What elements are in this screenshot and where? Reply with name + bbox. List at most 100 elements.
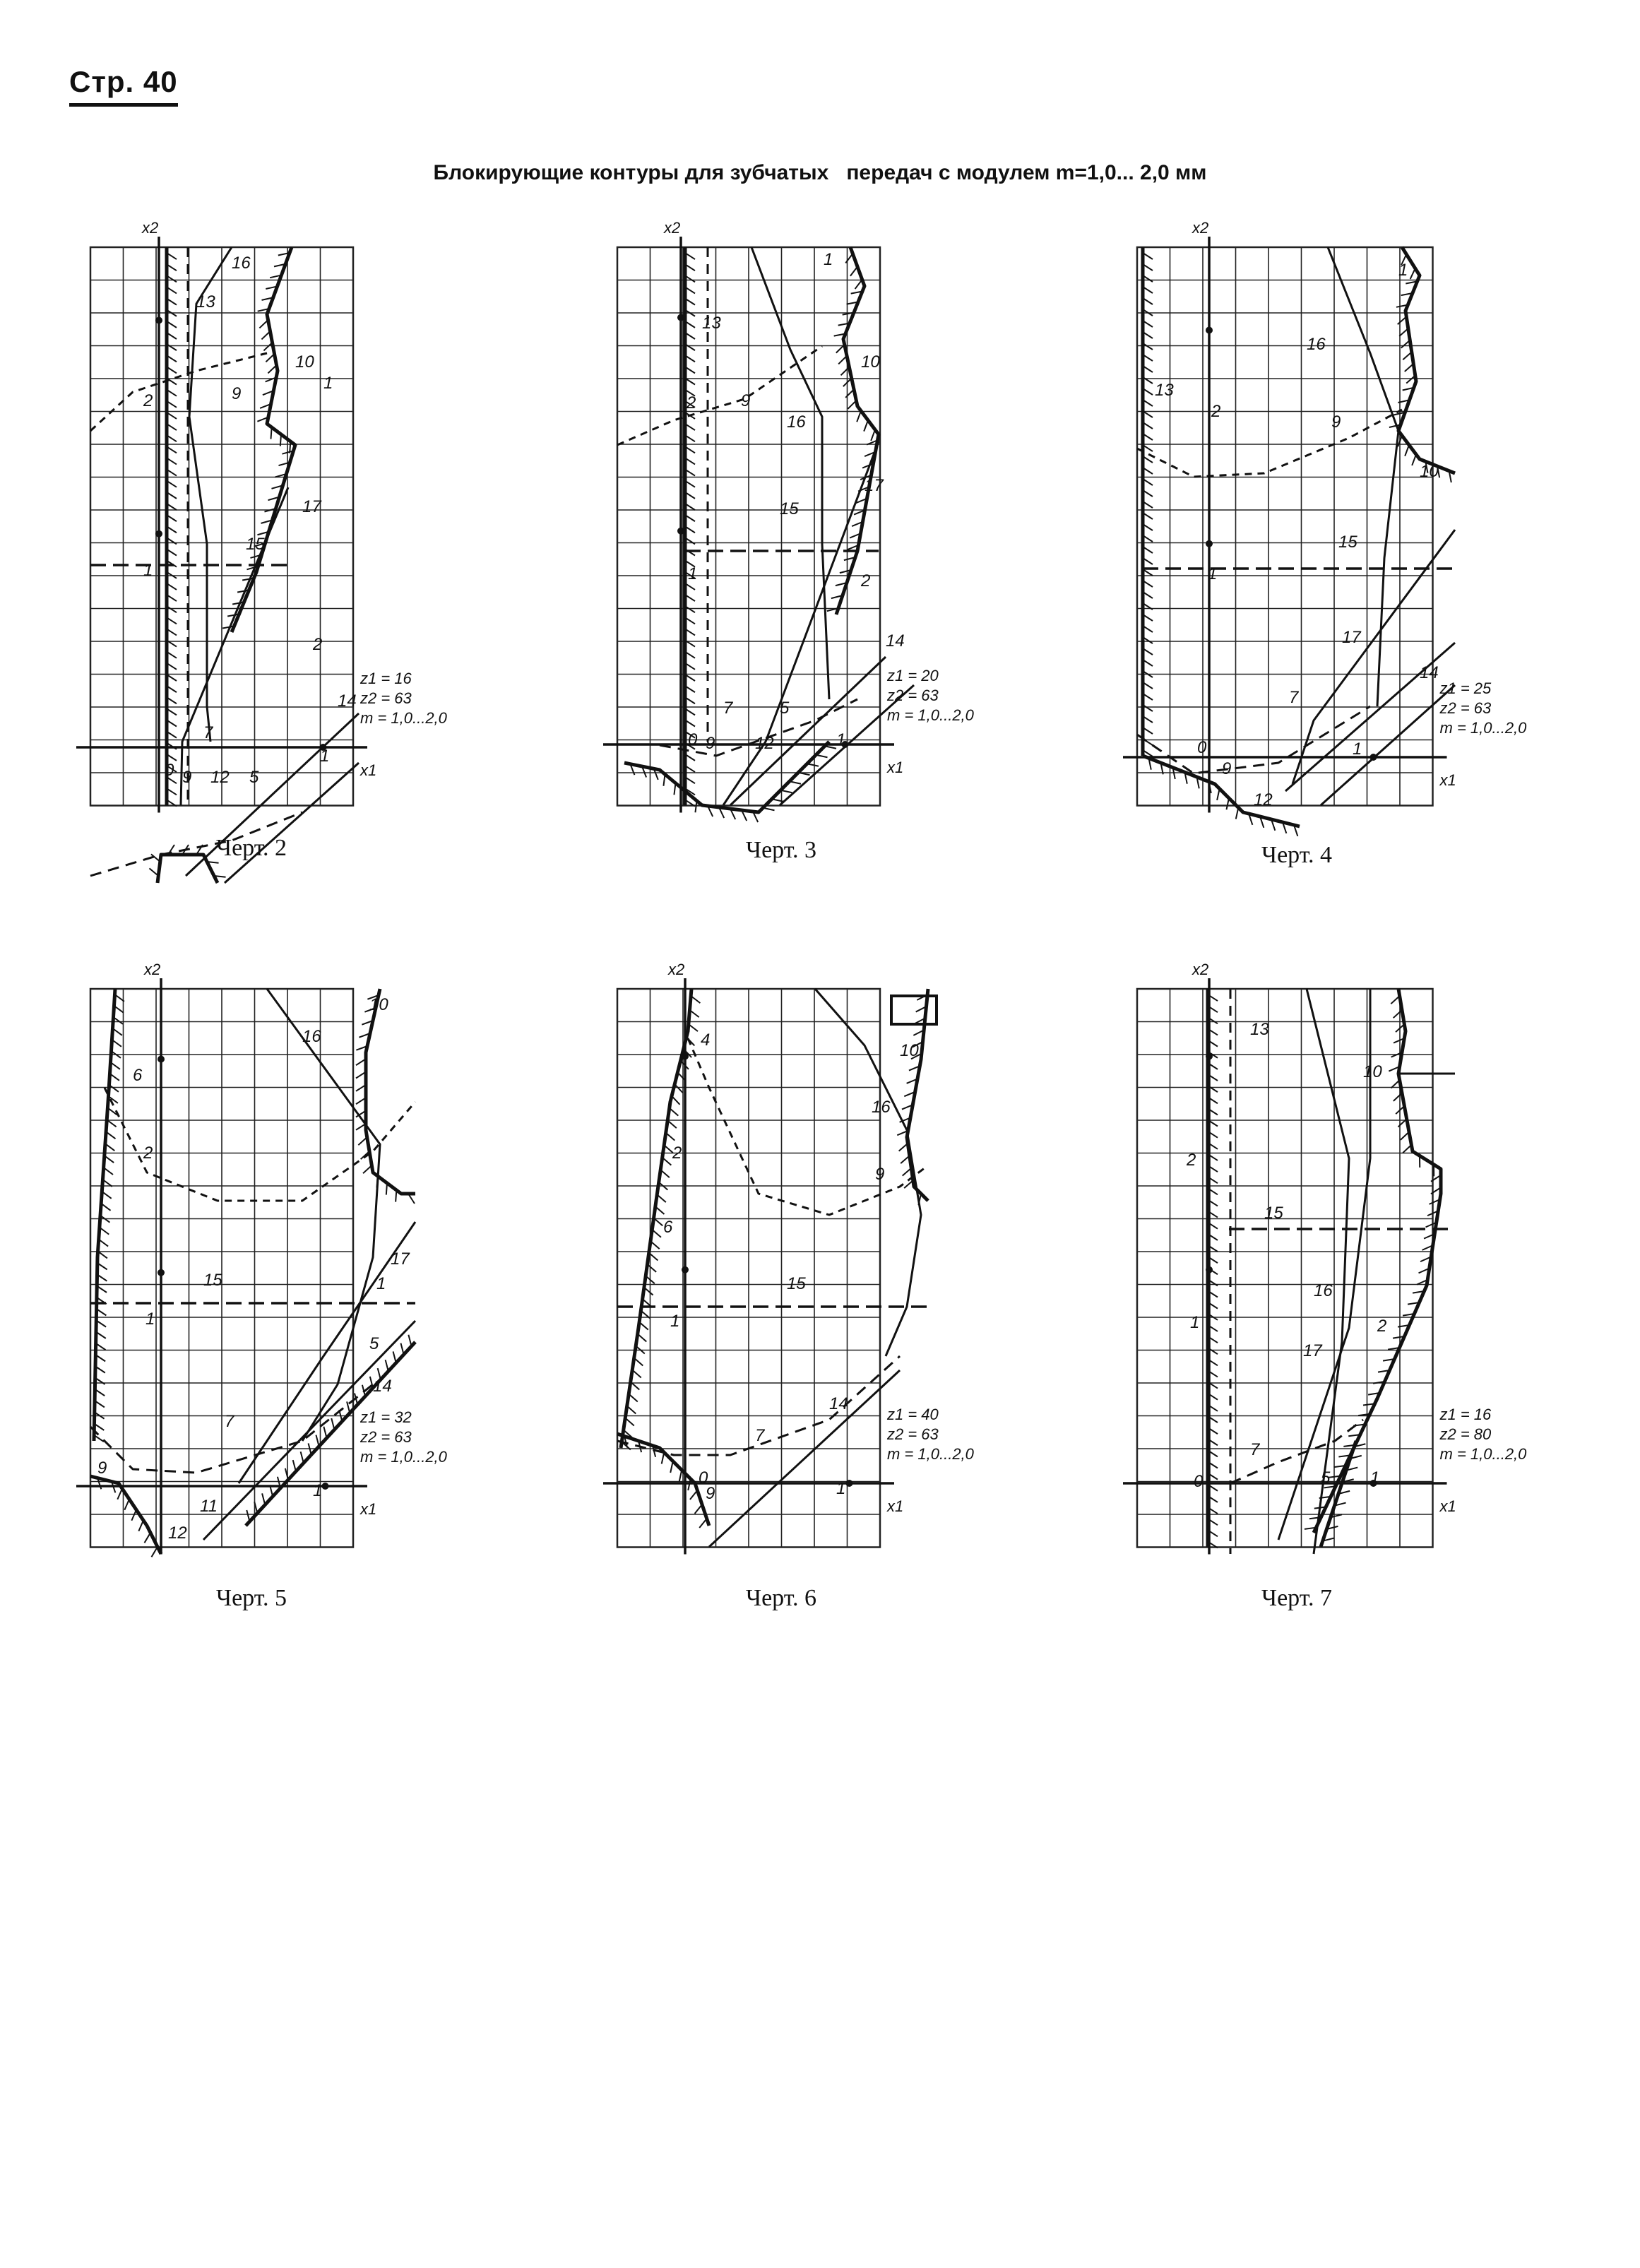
curve-label: 5 — [780, 699, 790, 718]
point-marker — [677, 314, 684, 321]
curve-label: 2 — [672, 1144, 682, 1163]
curve-label: 7 — [723, 699, 734, 718]
param-1: z1 = 16 — [360, 670, 412, 687]
param-2: z2 = 63 — [360, 1428, 412, 1446]
curve-16 — [1326, 247, 1400, 707]
curve-label: 9 — [1331, 412, 1341, 432]
curve-label: 14 — [1420, 663, 1439, 682]
curve-16 — [750, 247, 831, 700]
contour-10 — [364, 988, 415, 1196]
curve-7 — [617, 1355, 901, 1456]
curve-label: 0 — [165, 761, 174, 780]
curve-label: 2 — [143, 1144, 153, 1163]
param-2: z2 = 80 — [1439, 1425, 1492, 1443]
curve-label: 1 — [688, 564, 697, 583]
curve-label: 9 — [97, 1459, 107, 1478]
curve-9 — [89, 352, 268, 432]
curve-label: 4 — [701, 1031, 710, 1050]
curve-label: 17 — [1303, 1341, 1323, 1360]
point-marker — [155, 530, 162, 538]
curve-label: 7 — [225, 1412, 235, 1431]
curve-label: 6 — [133, 1066, 143, 1085]
curve-label: 10 — [369, 995, 388, 1014]
curve-label: 9 — [875, 1165, 884, 1184]
curve-label: 0 — [1197, 738, 1207, 757]
line-14 — [1285, 641, 1456, 792]
contour-2 — [1312, 988, 1443, 1534]
point-marker — [1369, 1480, 1377, 1487]
x-axis-label: x1 — [886, 1497, 903, 1515]
contour-5 — [1319, 1440, 1358, 1548]
curve-label: 16 — [787, 412, 806, 432]
param-1: z1 = 25 — [1439, 679, 1492, 697]
curve-label: 16 — [872, 1098, 891, 1117]
curve-label: 17 — [302, 497, 322, 516]
contour-1 — [230, 247, 297, 633]
curve-label: 2 — [1377, 1317, 1386, 1336]
curve-label: 15 — [246, 535, 265, 554]
curve-7 — [90, 811, 303, 877]
curve-label: 10 — [1363, 1062, 1382, 1081]
curve-label: 1 — [313, 1481, 322, 1500]
curve-label: 9 — [706, 734, 715, 753]
curve-label: 5 — [369, 1334, 379, 1353]
figure-caption: Черт. 7 — [1261, 1585, 1333, 1611]
curve-label: 16 — [1307, 335, 1326, 354]
grid-frame — [1136, 246, 1434, 807]
contour-10 — [905, 988, 930, 1202]
curve-label: 16 — [1314, 1281, 1333, 1300]
param-2: z2 = 63 — [1439, 699, 1492, 717]
line-17 — [237, 1221, 417, 1484]
curve-label: 15 — [203, 1271, 222, 1290]
point-marker — [841, 741, 849, 748]
curve-label: 1 — [143, 561, 153, 580]
curve-label: 5 — [1321, 1468, 1331, 1488]
point-marker — [682, 1266, 689, 1273]
point-marker — [677, 527, 684, 535]
curve-label: 14 — [338, 691, 357, 711]
curve-label: 17 — [1342, 628, 1362, 647]
curve-label: 16 — [232, 254, 251, 273]
curve-label: 1 — [376, 1274, 386, 1293]
curve-label: 13 — [196, 292, 215, 311]
param-1: z1 = 40 — [886, 1406, 939, 1423]
point-marker — [1206, 1266, 1213, 1273]
curve-7 — [1230, 1418, 1364, 1485]
curve-label: 1 — [824, 250, 833, 269]
curve-16 — [266, 988, 381, 1442]
figure-caption: Черт. 3 — [745, 837, 817, 863]
curve-label: 0 — [1194, 1472, 1204, 1491]
line-14 — [708, 1369, 901, 1548]
point-marker — [682, 1052, 689, 1060]
curve-label: 10 — [1420, 462, 1439, 481]
contour-1 — [834, 247, 881, 615]
curve-label: 15 — [1338, 533, 1357, 552]
curve-label: 1 — [145, 1310, 155, 1329]
curve-label: 1 — [1190, 1313, 1199, 1332]
curve-label: 10 — [900, 1041, 919, 1060]
curve-label: 7 — [1250, 1440, 1261, 1459]
curve-label: 14 — [373, 1377, 392, 1396]
y-axis-label: x2 — [143, 961, 160, 978]
point-marker — [319, 744, 327, 751]
curve-label: 0 — [699, 1468, 708, 1488]
curve-9 — [103, 1087, 417, 1202]
curve-label: 1 — [1398, 261, 1408, 280]
curve-label: 2 — [860, 571, 870, 590]
curve-label: 10 — [295, 352, 314, 372]
param-1: z1 = 20 — [886, 667, 939, 684]
curve-label: 5 — [249, 768, 259, 787]
line-17 — [722, 441, 880, 806]
x-axis-label: x1 — [1439, 1497, 1456, 1515]
curve-label: 2 — [1211, 402, 1220, 421]
curve-label: 1 — [1208, 564, 1217, 583]
param-1: z1 = 16 — [1439, 1406, 1492, 1423]
curve-label: 13 — [1155, 381, 1174, 400]
y-axis-label: x2 — [667, 961, 684, 978]
x-axis-label: x1 — [1439, 771, 1456, 789]
